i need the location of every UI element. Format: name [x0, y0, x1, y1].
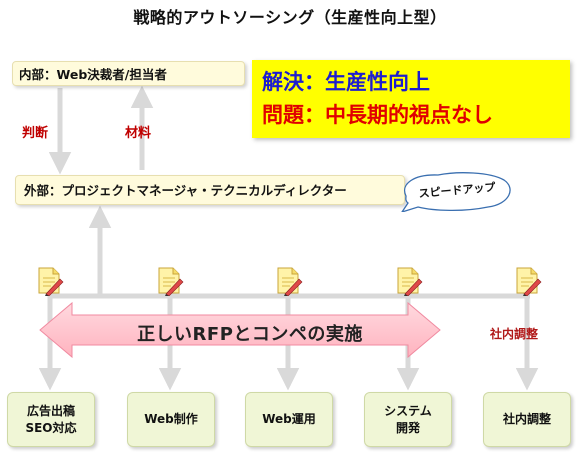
bottom-box-web-production: Web制作	[127, 392, 215, 447]
banner-arrow	[39, 301, 441, 359]
speed-bubble	[401, 172, 511, 212]
pencil-document-icon	[38, 267, 64, 296]
bottom-box-internal-coordination: 社内調整	[483, 392, 571, 447]
side-label: 社内調整	[490, 327, 539, 341]
solution-text: 解決：生産性向上	[262, 70, 430, 94]
pencil-document-icon	[158, 267, 184, 296]
pencil-document-icon	[277, 267, 303, 296]
internal-box: 内部：Web決裁者/担当者	[12, 61, 245, 86]
bottom-box-web-operation: Web運用	[245, 392, 333, 447]
pencil-document-icon	[397, 267, 423, 296]
bottom-box-system-dev: システム 開発	[364, 392, 452, 447]
diagram-title: 戦略的アウトソーシング（生産性向上型）	[133, 8, 447, 27]
banner-text: 正しいRFPとコンペの実施	[137, 324, 363, 345]
external-box: 外部：プロジェクトマネージャ・テクニカルディレクター	[15, 175, 405, 205]
bottom-box-ads-seo: 広告出稿 SEO対応	[7, 392, 95, 447]
material-label: 材料	[125, 126, 152, 141]
judgment-label: 判断	[22, 126, 49, 141]
highlight-panel	[252, 60, 570, 138]
pencil-document-icon	[516, 267, 542, 296]
problem-text: 問題：中長期的視点なし	[262, 103, 493, 127]
